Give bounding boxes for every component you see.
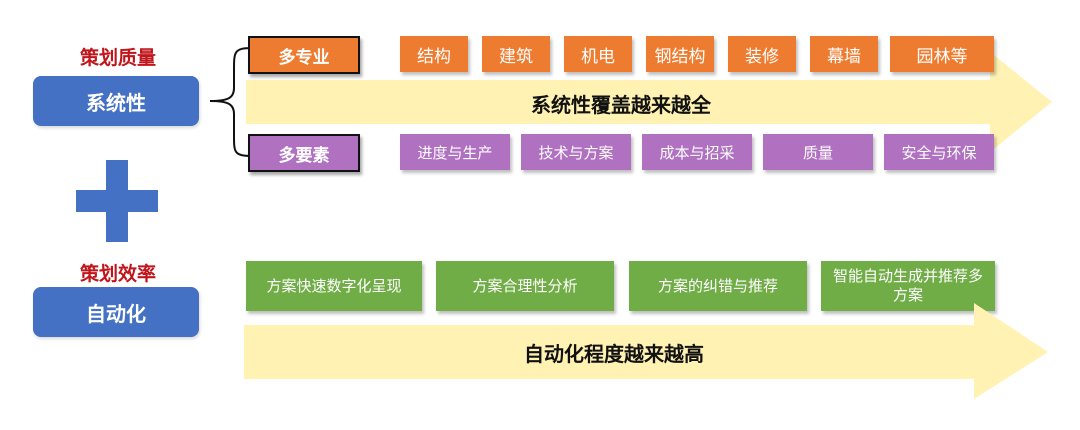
factor-tag-2: 成本与招采 (642, 134, 752, 170)
plus-icon (76, 160, 158, 242)
systematic-box: 系统性 (33, 76, 199, 126)
multi-discipline-label: 多专业 (248, 36, 360, 74)
coverage-arrow (246, 52, 1052, 152)
factor-tag-3: 质量 (763, 134, 873, 170)
factor-tag-0: 进度与生产 (400, 134, 510, 170)
efficiency-tag-2: 方案的纠错与推荐 (629, 261, 807, 311)
coverage-arrow-label: 系统性覆盖越来越全 (531, 93, 711, 117)
discipline-tag-4: 装修 (728, 36, 796, 72)
automation-box: 自动化 (33, 287, 199, 337)
factor-tag-4: 安全与环保 (884, 134, 994, 170)
discipline-tag-1: 建筑 (482, 36, 550, 72)
discipline-tag-3: 钢结构 (646, 36, 714, 72)
curly-brace-icon (209, 47, 253, 157)
efficiency-tag-3: 智能自动生成并推荐多方案 (821, 261, 995, 311)
automation-arrow (244, 303, 1048, 399)
quality-title: 策划质量 (79, 47, 156, 69)
discipline-tag-2: 机电 (564, 36, 632, 72)
multi-factor-label: 多要素 (248, 134, 360, 172)
discipline-tag-0: 结构 (400, 36, 468, 72)
discipline-tag-5: 幕墙 (810, 36, 878, 72)
discipline-tag-6: 园林等 (890, 36, 994, 72)
efficiency-tag-0: 方案快速数字化呈现 (246, 261, 422, 311)
efficiency-title: 策划效率 (79, 263, 156, 285)
efficiency-tag-1: 方案合理性分析 (436, 261, 614, 311)
automation-arrow-label: 自动化程度越来越高 (524, 342, 704, 366)
factor-tag-1: 技术与方案 (521, 134, 631, 170)
